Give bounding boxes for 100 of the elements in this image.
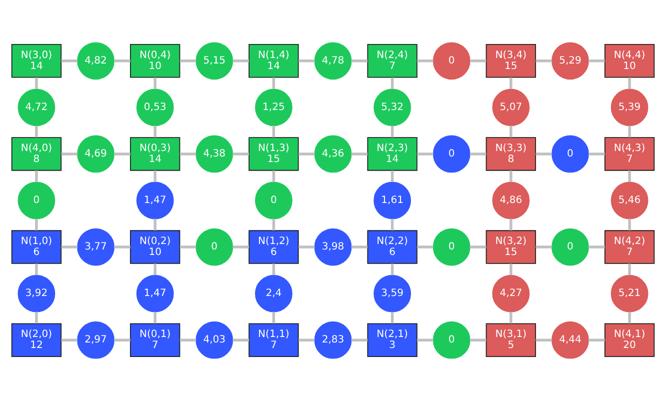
connector <box>232 59 250 62</box>
connector <box>417 245 434 248</box>
connector <box>114 338 130 341</box>
node-box: N(1,1) 7 <box>248 322 299 356</box>
connector <box>470 152 486 155</box>
node-box: N(1,3) 15 <box>248 136 299 170</box>
node-circle: 0 <box>196 228 234 266</box>
connector <box>35 218 38 230</box>
node-box: N(4,3) 7 <box>604 136 655 170</box>
node-circle: 4,86 <box>492 181 530 219</box>
connector <box>351 245 368 248</box>
node-box: N(3,4) 15 <box>486 44 536 78</box>
node-box: N(3,1) 5 <box>486 322 536 356</box>
node-circle: 3,98 <box>314 228 352 266</box>
node-circle: 0 <box>432 320 470 358</box>
node-box: N(2,3) 14 <box>367 136 418 170</box>
connector <box>114 152 130 155</box>
connector <box>390 76 394 88</box>
node-circle: 4,03 <box>196 320 234 358</box>
connector <box>628 76 631 88</box>
connector <box>390 170 394 182</box>
connector <box>351 152 368 155</box>
node-box: N(3,0) 14 <box>11 44 62 78</box>
connector <box>35 76 38 88</box>
connector <box>417 338 434 341</box>
connector <box>510 170 512 182</box>
connector <box>272 170 276 182</box>
node-circle: 5,32 <box>374 88 411 126</box>
connector <box>417 59 434 62</box>
connector <box>417 152 434 155</box>
node-circle: 1,47 <box>136 181 174 219</box>
connector <box>154 218 156 230</box>
node-circle: 5,15 <box>196 42 234 80</box>
connector <box>35 263 38 275</box>
connector <box>114 59 130 62</box>
connector <box>510 125 512 137</box>
node-box: N(2,0) 12 <box>11 322 62 356</box>
node-box: N(1,0) 6 <box>11 230 62 264</box>
connector <box>390 311 394 323</box>
node-box: N(2,1) 3 <box>367 322 418 356</box>
node-box: N(0,3) 14 <box>130 136 180 170</box>
node-box: N(3,2) 15 <box>486 230 536 264</box>
connector <box>298 245 315 248</box>
connector <box>588 245 605 248</box>
connector <box>232 152 250 155</box>
connector <box>272 125 276 137</box>
node-box: N(2,4) 7 <box>367 44 418 78</box>
connector <box>510 263 512 275</box>
connector <box>61 245 78 248</box>
node-box: N(4,2) 7 <box>604 230 655 264</box>
connector <box>536 338 552 341</box>
connector <box>390 218 394 230</box>
connector <box>298 338 315 341</box>
connector <box>390 263 394 275</box>
connector <box>470 59 486 62</box>
connector <box>470 338 486 341</box>
connector <box>351 59 368 62</box>
connector <box>628 125 631 137</box>
node-circle: 5,39 <box>610 88 648 126</box>
node-circle: 0 <box>432 134 470 172</box>
node-box: N(2,2) 6 <box>367 230 418 264</box>
node-circle: 4,69 <box>77 134 114 172</box>
node-circle: 0 <box>432 228 470 266</box>
node-circle: 0 <box>254 181 292 219</box>
connector <box>298 59 315 62</box>
node-circle: 4,27 <box>492 274 530 312</box>
connector <box>272 311 276 323</box>
node-circle: 4,44 <box>552 320 589 358</box>
node-box: N(4,0) 8 <box>11 136 62 170</box>
node-circle: 1,47 <box>136 274 174 312</box>
node-circle: 3,92 <box>18 274 56 312</box>
connector <box>510 311 512 323</box>
connector <box>351 338 368 341</box>
connector <box>298 152 315 155</box>
connector <box>154 76 156 88</box>
node-circle: 1,61 <box>374 181 411 219</box>
connector <box>510 218 512 230</box>
connector <box>470 245 486 248</box>
connector <box>536 152 552 155</box>
connector <box>114 245 130 248</box>
node-circle: 4,36 <box>314 134 352 172</box>
connector <box>536 245 552 248</box>
node-circle: 0 <box>552 134 589 172</box>
connector <box>390 125 394 137</box>
node-circle: 0 <box>18 181 56 219</box>
connector <box>628 263 631 275</box>
connector <box>180 152 196 155</box>
connector <box>628 218 631 230</box>
connector <box>510 76 512 88</box>
node-box: N(1,4) 14 <box>248 44 299 78</box>
connector <box>180 59 196 62</box>
node-circle: 4,78 <box>314 42 352 80</box>
connector <box>272 76 276 88</box>
connector <box>61 338 78 341</box>
node-circle: 3,59 <box>374 274 411 312</box>
connector <box>35 125 38 137</box>
node-circle: 5,21 <box>610 274 648 312</box>
connector <box>588 338 605 341</box>
connector <box>232 338 250 341</box>
node-circle: 4,72 <box>18 88 56 126</box>
